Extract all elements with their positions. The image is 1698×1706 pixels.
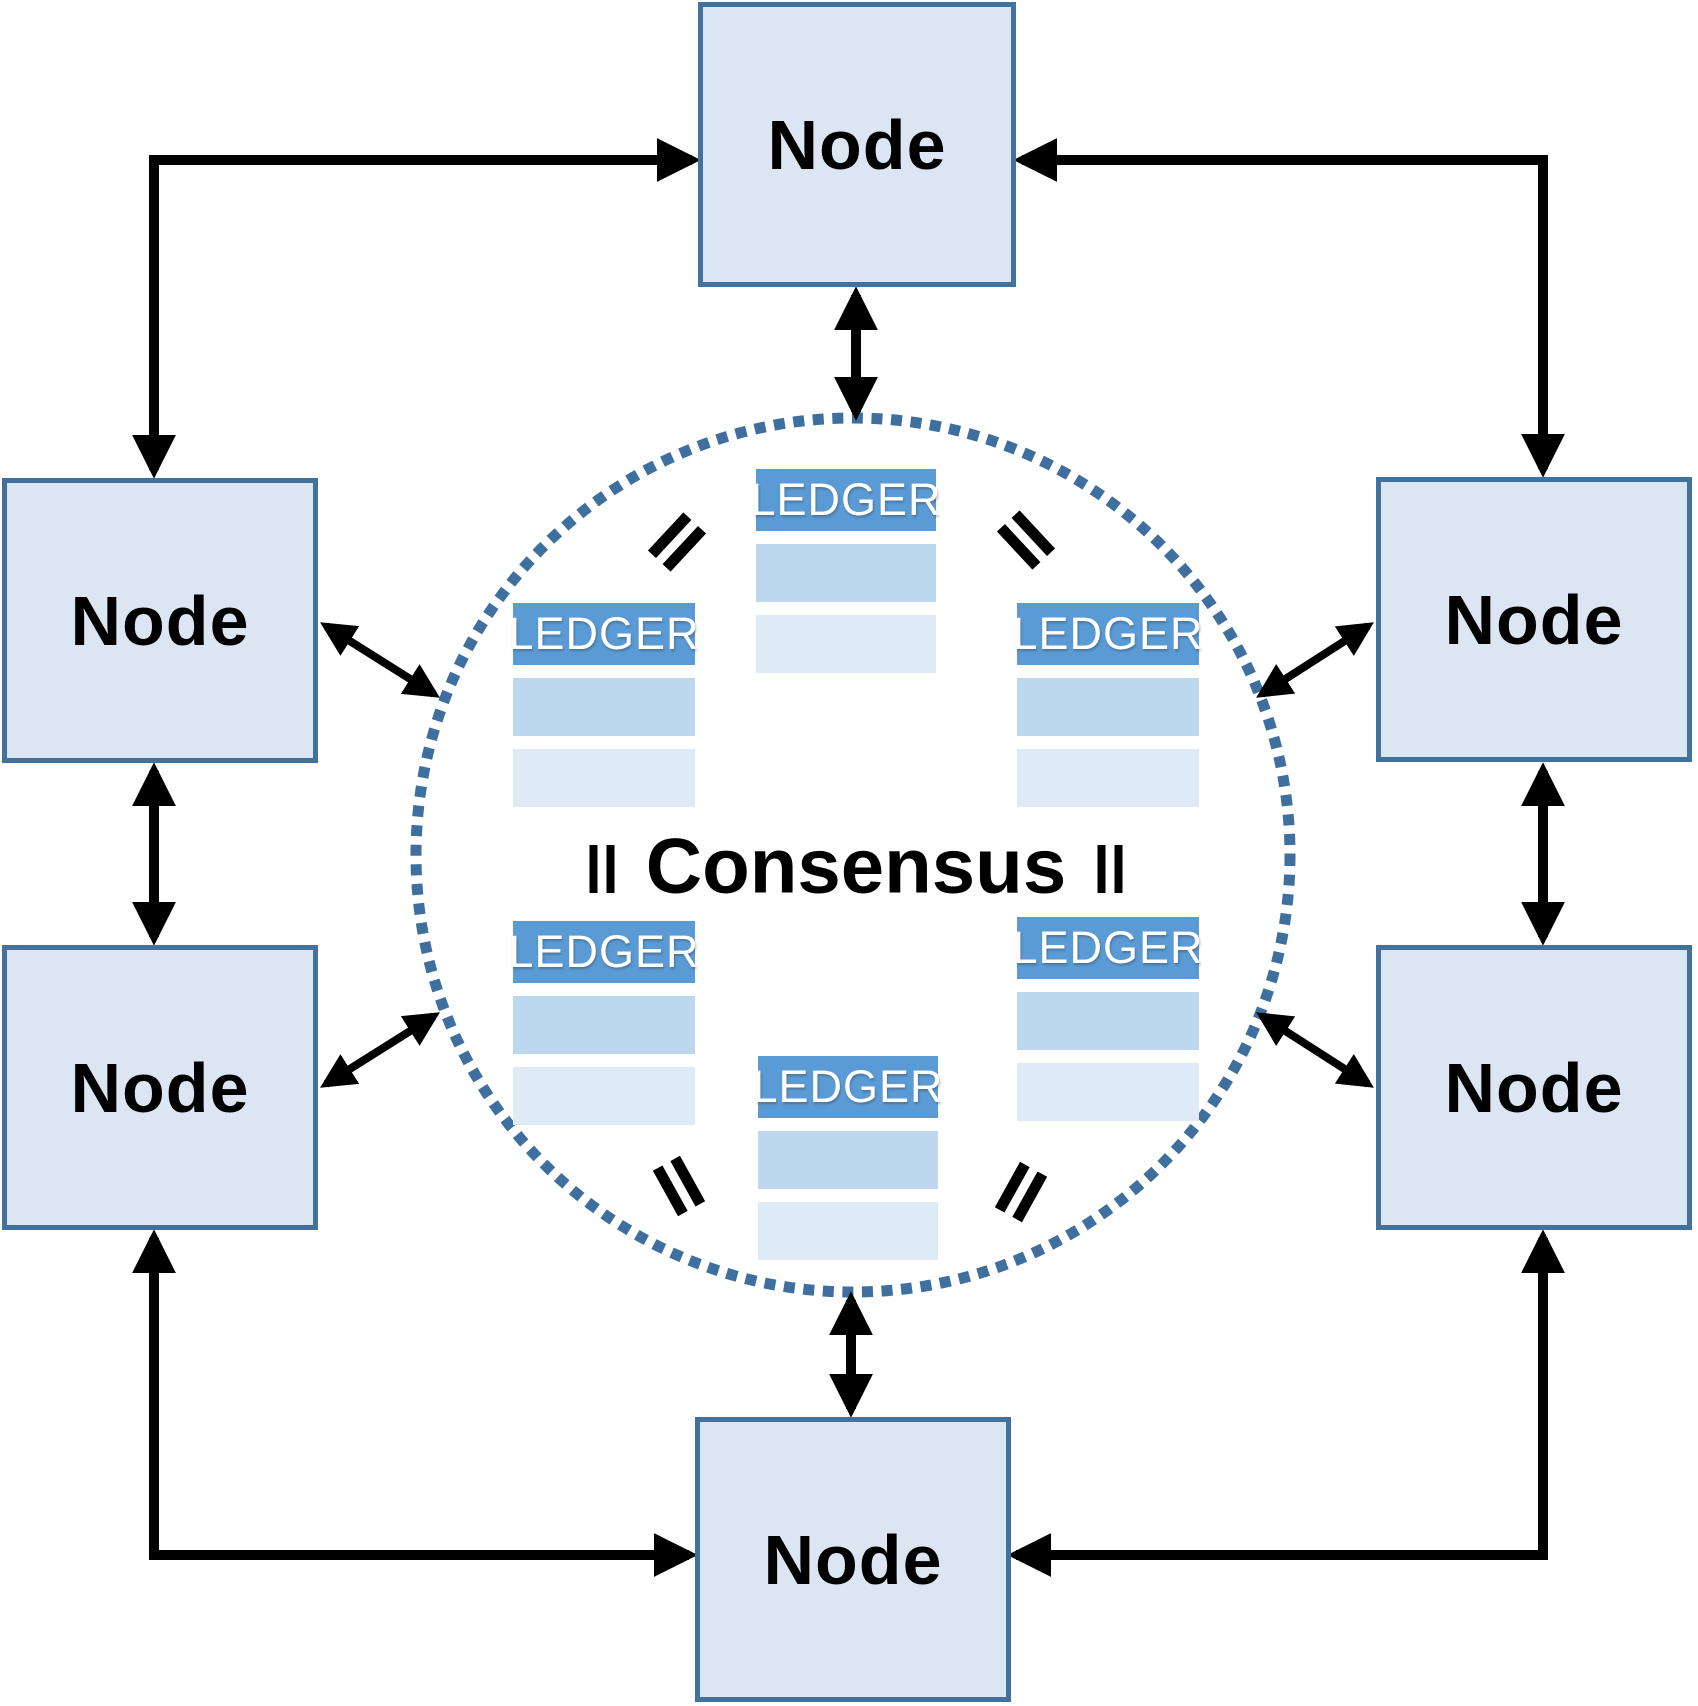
ledger-header: LEDGER bbox=[1012, 917, 1203, 979]
ledger-header: LEDGER bbox=[508, 921, 699, 983]
ledger-stack-upper-right: LEDGER bbox=[1012, 603, 1203, 807]
connector-bottom-left bbox=[131, 1229, 698, 1578]
arrow-upper-left-node-to-circle bbox=[320, 622, 440, 698]
ledger-row-light bbox=[513, 1067, 695, 1125]
connector-bottom-right bbox=[1007, 1229, 1566, 1578]
node-label: Node bbox=[1444, 1048, 1624, 1127]
ledger-row-light bbox=[1017, 1063, 1199, 1121]
node-top: Node bbox=[698, 2, 1016, 287]
ledger-header: LEDGER bbox=[752, 1056, 943, 1118]
ledger-stack-lower-right: LEDGER bbox=[1012, 917, 1203, 1121]
arrow-upper-right-node-to-circle bbox=[1256, 622, 1374, 698]
ledger-row-light bbox=[513, 749, 695, 807]
node-label: Node bbox=[70, 581, 250, 660]
ledger-row-medium bbox=[756, 544, 936, 602]
ledger-row-light bbox=[756, 615, 936, 673]
node-lower-left: Node bbox=[2, 945, 318, 1230]
ledger-row-light bbox=[1017, 749, 1199, 807]
node-upper-right: Node bbox=[1376, 477, 1692, 762]
ledger-row-medium bbox=[758, 1131, 938, 1189]
node-bottom: Node bbox=[695, 1417, 1011, 1702]
ledger-header: LEDGER bbox=[750, 469, 941, 531]
equals-icon-middle-right bbox=[1097, 845, 1123, 893]
ledger-stack-top: LEDGER bbox=[750, 469, 941, 673]
ledger-stack-lower-left: LEDGER bbox=[508, 921, 699, 1125]
node-upper-left: Node bbox=[2, 478, 318, 763]
equals-icon-middle-left bbox=[589, 845, 615, 893]
arrow-lower-right-node-to-circle bbox=[1256, 1012, 1374, 1088]
node-label: Node bbox=[763, 1520, 943, 1599]
arrow-lower-left-node-to-circle bbox=[320, 1012, 440, 1088]
ledger-stack-upper-left: LEDGER bbox=[508, 603, 699, 807]
ledger-header: LEDGER bbox=[1012, 603, 1203, 665]
node-label: Node bbox=[1444, 580, 1624, 659]
ledger-row-medium bbox=[513, 678, 695, 736]
ledger-row-medium bbox=[1017, 992, 1199, 1050]
node-label: Node bbox=[767, 105, 947, 184]
node-label: Node bbox=[70, 1048, 250, 1127]
ledger-header: LEDGER bbox=[508, 603, 699, 665]
connector-top-right bbox=[1013, 137, 1566, 478]
ledger-row-light bbox=[758, 1202, 938, 1260]
ledger-row-medium bbox=[513, 996, 695, 1054]
connector-top-left bbox=[131, 137, 701, 479]
consensus-label: Consensus bbox=[645, 821, 1067, 910]
ledger-stack-bottom: LEDGER bbox=[752, 1056, 943, 1260]
node-lower-right: Node bbox=[1376, 945, 1692, 1230]
ledger-row-medium bbox=[1017, 678, 1199, 736]
